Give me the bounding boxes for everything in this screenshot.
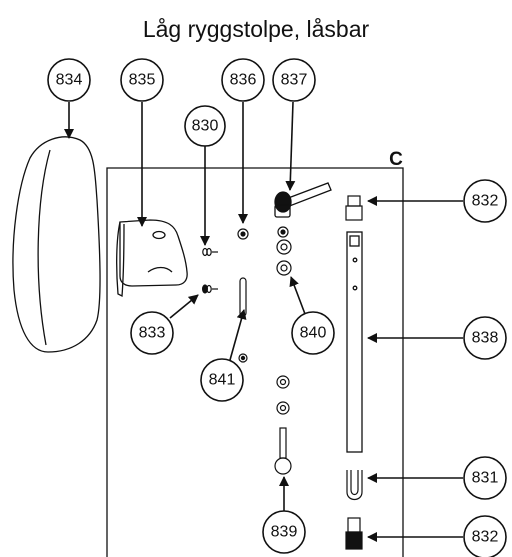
backrest-bracket (116, 219, 188, 298)
panel-label: C (389, 149, 403, 170)
callout-circle-834 (47, 58, 91, 102)
callout-circle-831 (463, 456, 507, 500)
callout-834: 834 (56, 72, 83, 89)
pin-841 (239, 277, 247, 317)
callout-circle-838 (463, 316, 507, 360)
post-tube-838 (346, 231, 363, 453)
diagram-title: Låg ryggstolpe, låsbar (142, 16, 370, 42)
callout-837: 837 (281, 72, 308, 89)
callout-circle-832-top (463, 179, 507, 223)
callout-835: 835 (129, 72, 156, 89)
locking-lever-837 (274, 182, 332, 218)
callout-833: 833 (139, 325, 166, 342)
screw-833 (202, 284, 218, 294)
callout-circle-839 (262, 510, 306, 554)
leader-lines (64, 101, 463, 542)
top-cap-832 (345, 195, 363, 221)
callout-circle-833 (130, 311, 174, 355)
bottom-cap-832 (345, 517, 363, 550)
nut-lower (238, 353, 248, 363)
washer-stack (276, 226, 292, 415)
nut-836 (237, 228, 249, 240)
callout-840: 840 (300, 325, 327, 342)
callout-circle-840 (291, 311, 335, 355)
callout-832-top: 832 (472, 193, 499, 210)
callout-830: 830 (192, 118, 219, 135)
callout-832-bottom: 832 (472, 529, 499, 546)
callout-838: 838 (472, 330, 499, 347)
callout-circle-837 (272, 58, 316, 102)
screw-830 (202, 247, 218, 257)
callout-circle-832-bottom (463, 515, 507, 557)
callout-circle-835 (120, 58, 164, 102)
panel-frame (106, 167, 404, 557)
callout-839: 839 (271, 524, 298, 541)
bolt-839 (274, 427, 292, 475)
clip-831 (346, 470, 363, 501)
callout-circle-830 (184, 105, 226, 147)
callout-831: 831 (472, 470, 499, 487)
backrest-cushion (12, 136, 101, 353)
callout-836: 836 (230, 72, 257, 89)
callout-circle-836 (221, 58, 265, 102)
callout-841: 841 (209, 372, 236, 389)
callout-circle-841 (200, 358, 244, 402)
